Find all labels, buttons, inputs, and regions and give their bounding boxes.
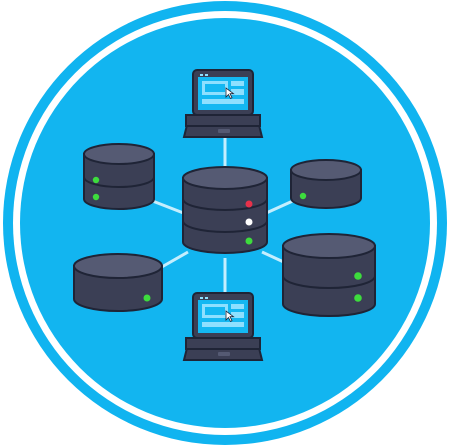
status-led-green	[299, 192, 307, 200]
status-led-green	[92, 193, 100, 201]
database-top-right-icon	[290, 159, 362, 209]
database-bottom-right-icon	[282, 233, 376, 317]
background-badge	[3, 1, 447, 445]
status-led-green	[143, 294, 151, 302]
central-database-icon	[182, 166, 268, 254]
connector-bottom-left	[159, 250, 189, 270]
status-led-green	[245, 237, 253, 245]
status-led-green	[92, 176, 100, 184]
connector-top-left	[149, 198, 187, 216]
laptop-bottom-icon	[182, 292, 264, 361]
status-led-white	[245, 218, 253, 226]
connector-lines	[149, 138, 296, 294]
status-led-green	[354, 294, 362, 302]
database-bottom-left-icon	[73, 253, 163, 312]
connector-top-right	[263, 198, 296, 216]
status-led-red	[245, 200, 253, 208]
laptop-top-icon	[182, 69, 264, 138]
status-led-green	[354, 272, 362, 280]
database-top-left-icon	[83, 143, 155, 210]
